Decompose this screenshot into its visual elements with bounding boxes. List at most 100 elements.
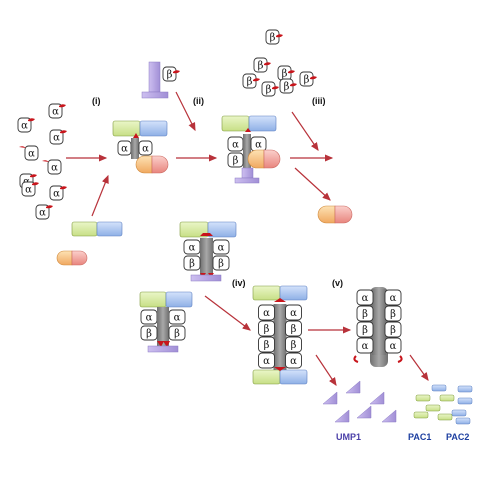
pre-core-left-0-letter: α [263,308,270,319]
mature-core-left-3-shape [356,337,374,354]
arrow-pacs-to-ring [91,174,109,217]
pre-core-left-2-letter: β [264,340,270,351]
pac1-pac2-free-pac1 [71,221,98,237]
mid-ump1-base [190,274,222,282]
free-beta-3: β [277,65,295,81]
free-beta-3-letter: β [282,69,288,80]
pac2-piece-1 [431,384,447,392]
early-b1-letter: β [233,156,239,167]
free-beta-2-propeptide [264,62,271,66]
ump1-beta-top: β [141,61,180,99]
early-ump1-base [234,177,260,184]
early-a1: α [227,136,244,152]
free-alpha-1-propeptide [28,118,35,122]
arrow-betas-in [291,111,319,151]
pre-core-left-3-shape [258,352,275,369]
shape-layer: αααααααααααβααββββββββααββααββααββββαααα… [17,29,473,425]
ump1-fragments [322,380,397,423]
free-beta-6-propeptide [290,83,297,87]
ump1-top-base [141,91,169,99]
pre-core-right-2: β [285,336,302,353]
pre-core-right-0-letter: α [290,308,297,319]
mid-b1-shape [183,255,201,271]
step-label-i: (i) [92,96,101,106]
free-alpha-8-letter: α [53,189,60,200]
pac2-piece-10 [455,417,471,425]
mid-channel [200,238,213,275]
free-alpha-1: α [17,117,35,133]
mature-core-left-1: β [356,305,374,322]
free-alpha-7-shape [21,181,36,197]
pac2-label: PAC2 [446,432,469,442]
mature-red-marks [353,355,403,363]
left-a2: α [168,309,186,325]
left-b1: β [140,325,158,341]
free-alpha-3-propeptide [19,146,26,148]
step-label-iv: (iv) [232,278,246,288]
mature-core-left-2: β [356,321,374,338]
left-b1-letter: β [146,329,152,340]
pre-core-left-1-letter: β [264,324,270,335]
pre-core-right-2-shape [285,336,302,353]
alpha-ring-a1-letter: α [121,144,128,155]
left-a1-letter: α [146,313,153,324]
pre-core-right-3-shape [285,352,302,369]
pac2-piece-5 [457,397,473,405]
free-alpha-2: α [48,103,66,119]
free-alpha-9-letter: α [39,208,46,219]
pre-core-right-3-letter: α [290,356,297,367]
left-ump1-base [147,345,179,353]
pre-core-left-2-shape [258,336,275,353]
left-pac12-pac2 [165,291,193,308]
pre-core-left-1: β [258,320,275,337]
pre-core-right-3: α [285,352,302,369]
free-beta-1-letter: β [270,33,276,44]
ump1-fragment-5 [356,405,372,419]
pac1-piece-8 [413,411,429,419]
pac1-pac2-free [71,221,123,237]
early-pac34 [247,149,281,169]
mid-b2-shape [212,255,230,271]
pre-bottom-pac12-pac2 [279,369,308,385]
arrow-halves-to-pre [204,295,251,331]
pre-top-pac12-pac1 [252,285,281,301]
free-alpha-6-shape [47,159,62,175]
free-beta-7: β [299,71,317,87]
pac1-piece-3 [415,394,431,402]
early-a1-letter: α [232,140,239,151]
left-a1: α [140,309,158,325]
mid-b2: β [212,255,230,271]
mature-core-right-0: α [384,289,402,306]
free-alpha-4-letter: α [53,133,60,144]
left-propeptides [157,341,170,347]
pac3-pac4-released [317,205,353,224]
pre-bottom-pac12-pac1 [252,369,281,385]
pre-core-left-3-letter: α [263,356,270,367]
mid-a1-letter: α [189,243,196,254]
pre-core-right-1: β [285,320,302,337]
pac1-piece-6 [425,404,441,412]
free-beta-6: β [279,78,297,94]
mature-core-left-0-shape [356,289,374,306]
free-beta-7-propeptide [310,76,317,80]
free-alpha-4: α [49,129,67,145]
top-beta-letter: β [167,70,173,81]
step-label-v: (v) [332,278,343,288]
alpha-ring-channel [131,138,139,159]
early-b1: β [227,152,244,168]
mature-core-left-1-letter: β [362,309,368,320]
free-beta-5-propeptide [272,86,279,90]
mid-a2-letter: α [218,243,225,254]
top-beta-shape [162,66,177,82]
mature-core-left-2-shape [356,321,374,338]
arrow-layer [66,91,429,386]
left-b2: β [168,325,186,341]
mature-core-right-0-shape [384,289,402,306]
pre-core-right-1-letter: β [291,324,297,335]
free-alpha-8-propeptide [60,186,67,190]
free-alpha-2-propeptide [59,104,66,108]
early-pac12 [221,115,277,132]
